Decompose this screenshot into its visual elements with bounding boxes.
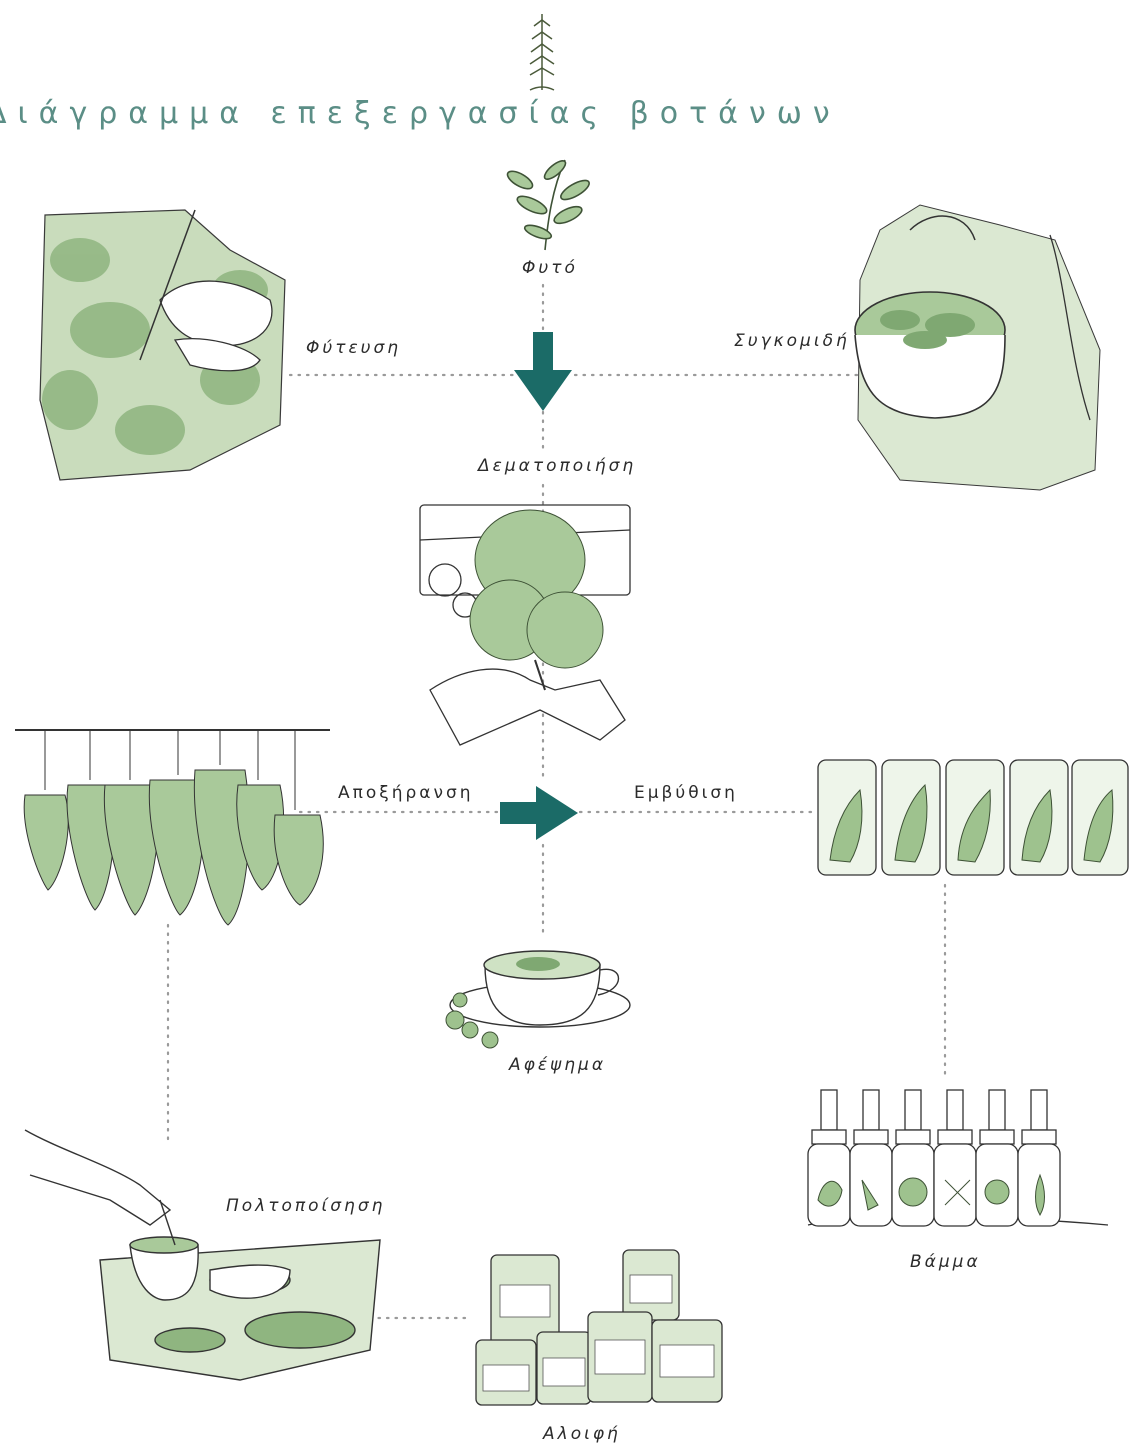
arrow-right-icon: [500, 786, 578, 840]
node-label-planting: Φύτευση: [306, 338, 402, 358]
bundling-icon: [419, 504, 631, 746]
tea-cup-icon: [445, 950, 631, 1049]
sprig-icon: [529, 14, 555, 91]
plant-icon: [506, 159, 590, 251]
node-label-ointment: Αλοιφή: [543, 1424, 621, 1444]
arrow-down-icon: [514, 332, 572, 411]
harvest-basket-icon: [854, 204, 1101, 491]
node-label-pulping: Πολτοποίσηση: [226, 1196, 386, 1216]
drying-bundles-icon: [15, 729, 330, 926]
mortar-icon: [24, 1129, 381, 1381]
planting-icon: [39, 209, 286, 481]
node-label-bundling: Δεματοποιήση: [478, 456, 637, 476]
node-label-plant: Φυτό: [522, 258, 578, 278]
soaking-jars-icon: [817, 759, 1129, 876]
ointment-jars-icon: [475, 1249, 723, 1406]
node-label-harvest: Συγκομιδή: [734, 331, 850, 351]
diagram-title: Διάγραμμα επεξεργασίας βοτάνων: [0, 96, 841, 131]
node-label-infusion-soak: Εμβύθιση: [634, 783, 738, 803]
node-label-drying: Αποξήρανση: [338, 783, 474, 803]
connectors: [166, 283, 947, 1320]
dropper-bottles-icon: [807, 1089, 1109, 1227]
node-label-infusion-tea: Αφέψημα: [509, 1055, 607, 1075]
node-label-tincture: Βάμμα: [910, 1252, 981, 1272]
